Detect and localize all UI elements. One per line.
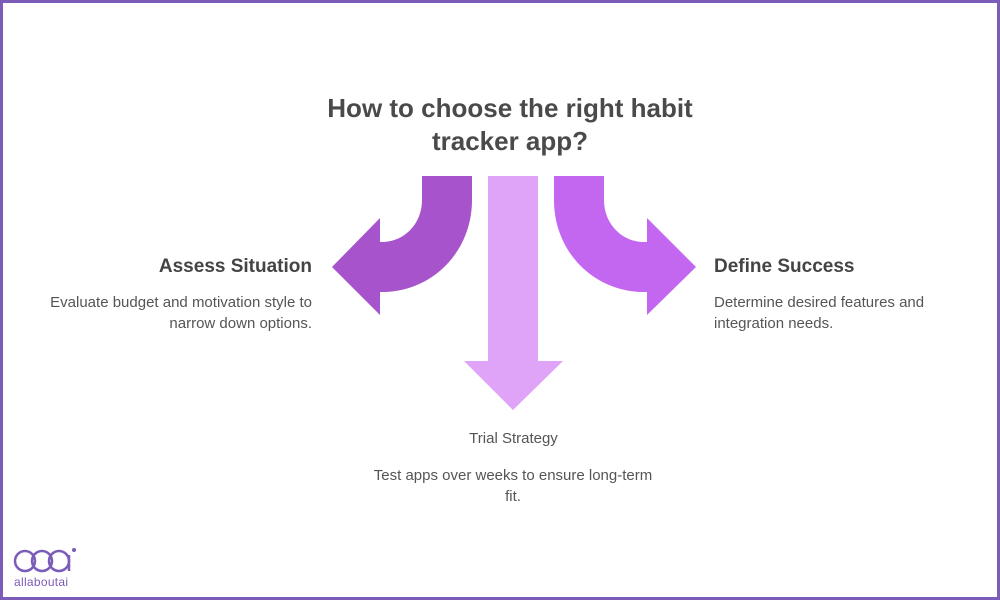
logo-wordmark: allaboutai <box>14 575 69 589</box>
down-arrow-icon <box>464 176 563 410</box>
allaboutai-logo-icon <box>13 548 76 573</box>
branch-description-define-success: Determine desired features and integrati… <box>714 294 925 332</box>
branch-description-assess-situation: Evaluate budget and motivation style to … <box>50 294 312 332</box>
branch-heading-trial-strategy: Trial Strategy <box>469 430 558 447</box>
left-curved-arrow-icon <box>332 176 472 315</box>
branch-description-trial-strategy: Test apps over weeks to ensure long-term… <box>373 467 653 505</box>
branch-heading-define-success: Define Success <box>714 256 855 277</box>
right-curved-arrow-icon <box>554 176 696 315</box>
branch-heading-assess-situation: Assess Situation <box>158 256 312 277</box>
diagram-title: How to choose the right habit tracker ap… <box>327 93 693 156</box>
